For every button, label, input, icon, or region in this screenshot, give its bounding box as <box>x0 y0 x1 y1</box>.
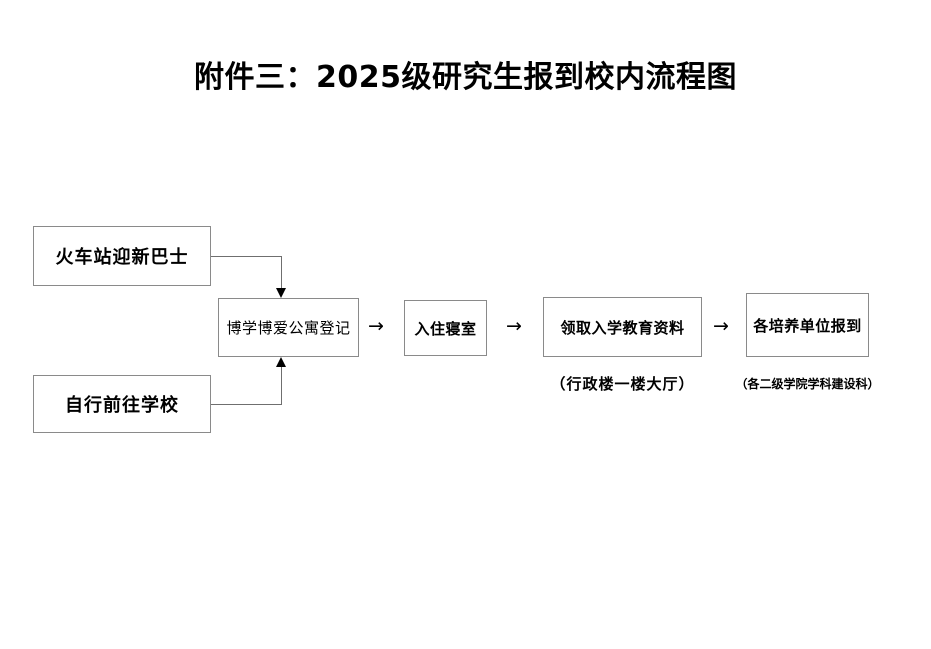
flow-node-label: 各培养单位报到 <box>753 316 862 335</box>
flow-node-label: 博学博爱公寓登记 <box>226 319 351 337</box>
flow-node-label: 火车站迎新巴士 <box>55 247 189 268</box>
caption-report-to-units-location: （各二级学院学科建设科） <box>735 377 880 391</box>
connector-self-horizontal <box>211 404 282 405</box>
flow-node-travel-by-self[interactable]: 自行前往学校 <box>33 375 211 433</box>
flow-node-collect-materials[interactable]: 领取入学教育资料 <box>543 297 702 357</box>
flow-node-apartment-registration[interactable]: 博学博爱公寓登记 <box>218 298 359 357</box>
flow-node-report-to-units[interactable]: 各培养单位报到 <box>746 293 869 357</box>
flow-node-label: 自行前往学校 <box>65 395 179 416</box>
connector-bus-vertical <box>281 256 282 289</box>
flow-node-check-in-dormitory[interactable]: 入住寝室 <box>404 300 487 356</box>
arrow-right-icon: → <box>368 315 384 337</box>
connector-bus-horizontal <box>211 256 282 257</box>
flow-node-label: 入住寝室 <box>414 319 477 338</box>
arrowhead-up-icon <box>276 357 286 367</box>
arrow-right-icon: → <box>713 315 729 337</box>
page-title: 附件三：2025级研究生报到校内流程图 <box>194 60 737 95</box>
caption-collect-materials-location: （行政楼一楼大厅） <box>550 375 695 393</box>
arrow-right-icon: → <box>506 315 522 337</box>
arrowhead-down-icon <box>276 288 286 298</box>
flow-node-train-station-bus[interactable]: 火车站迎新巴士 <box>33 226 211 286</box>
flow-node-label: 领取入学教育资料 <box>560 318 685 337</box>
connector-self-vertical <box>281 366 282 405</box>
